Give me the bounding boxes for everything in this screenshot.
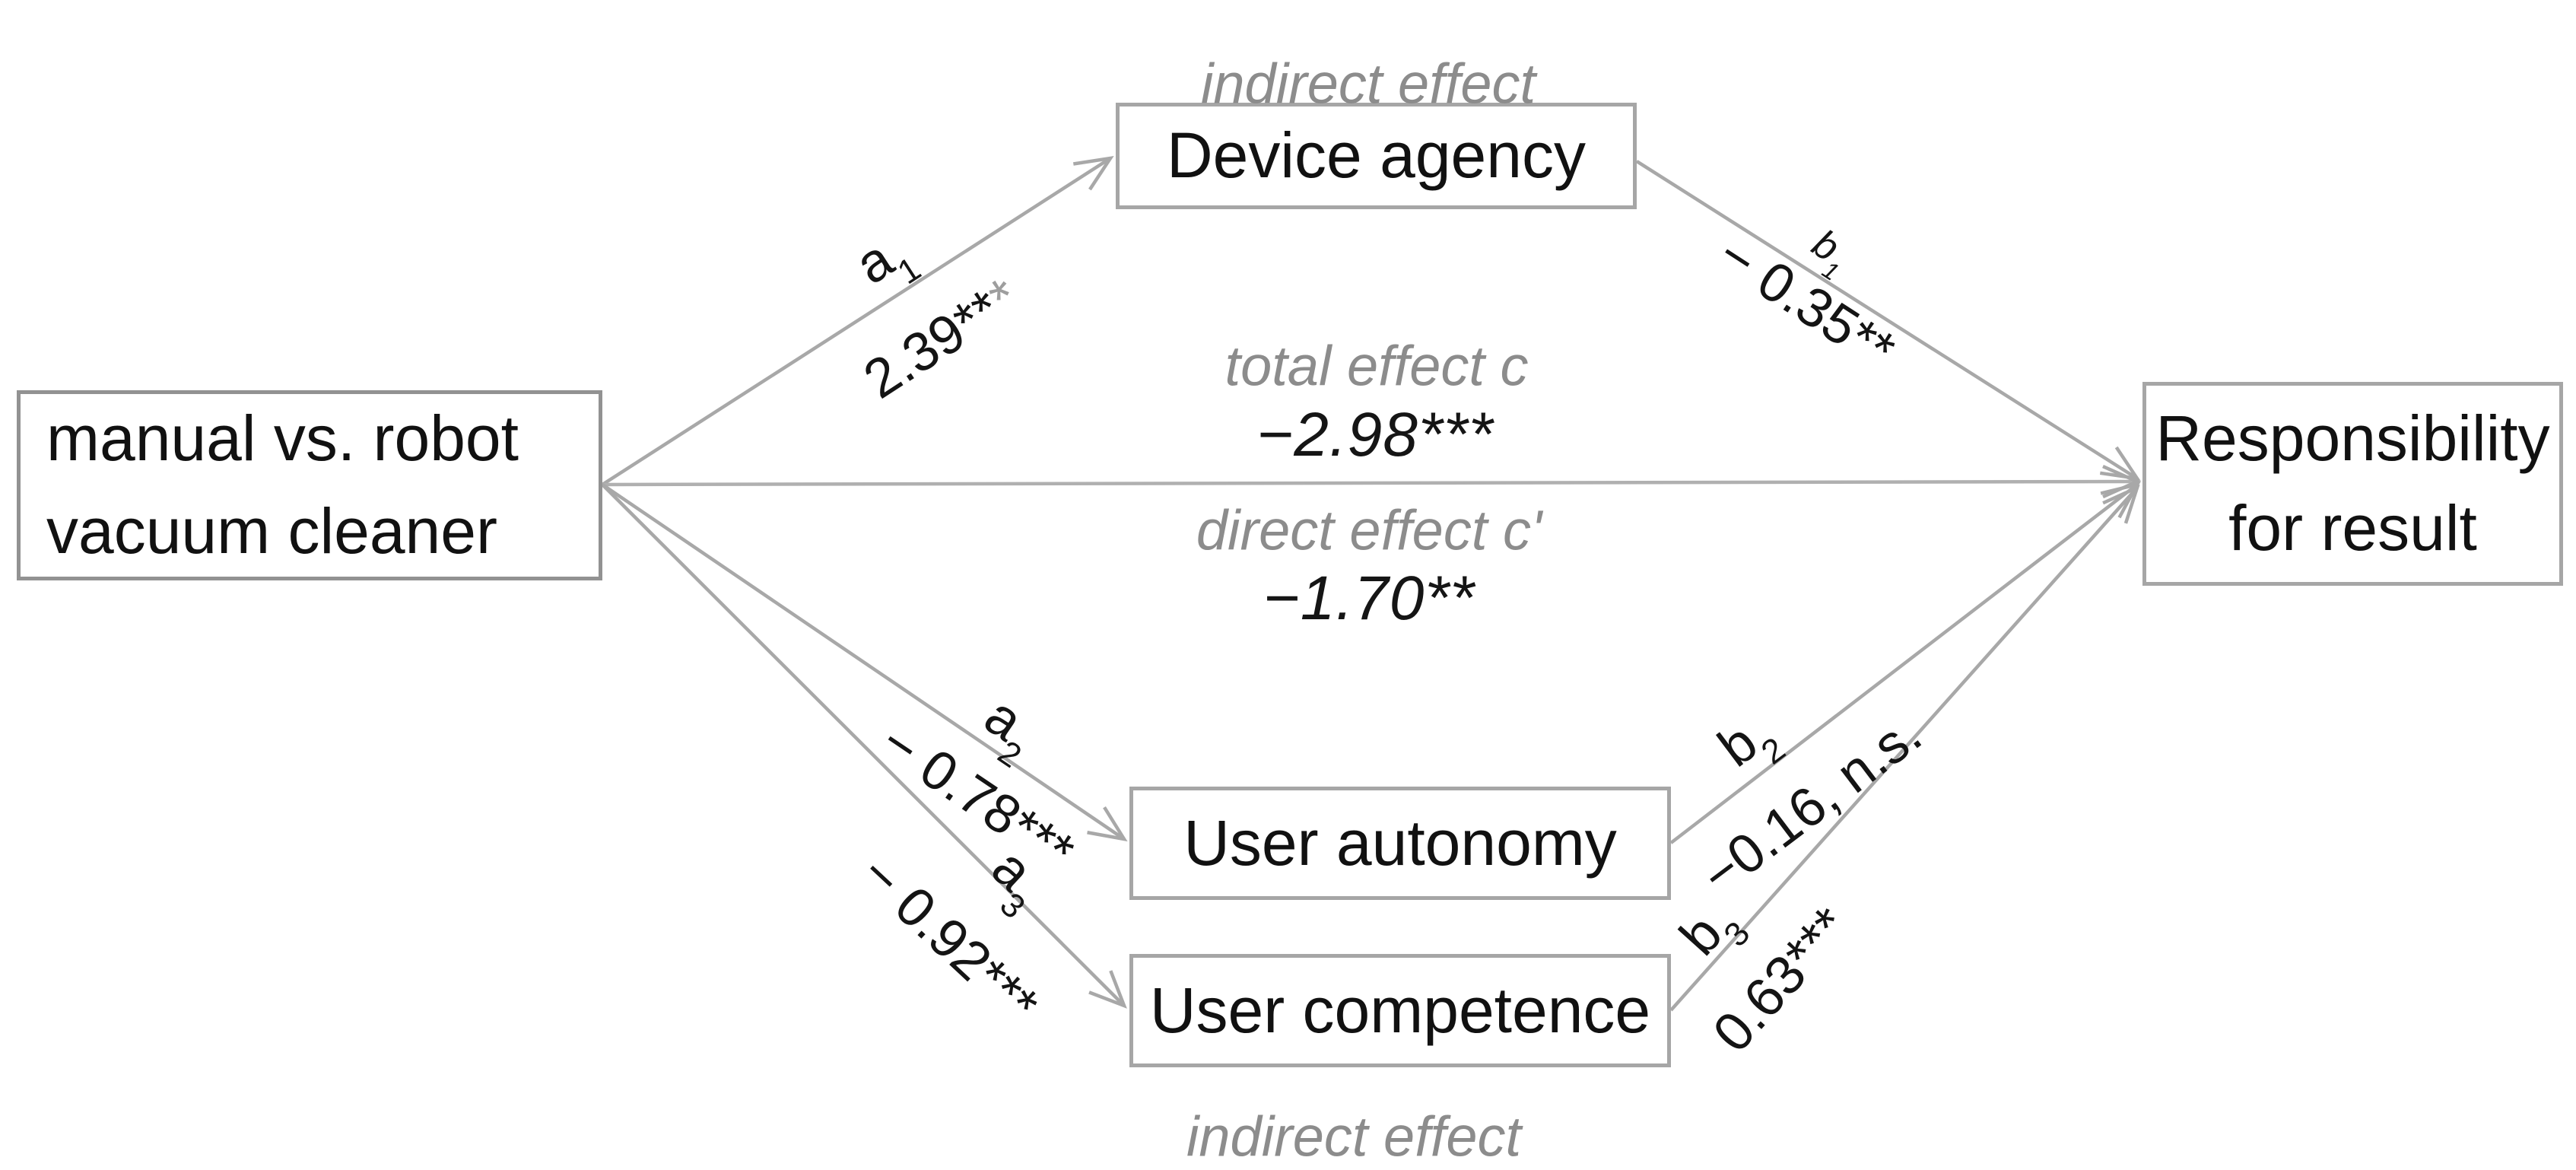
node-predictor-line2: vacuum cleaner [46,495,497,567]
direct-effect-value: −1.70** [1263,564,1475,633]
path-a2-arrow [601,483,1128,842]
node-outcome-line1: Responsibility [2155,402,2550,475]
node-device-agency: Device agency [1116,103,1637,209]
node-user-autonomy-label: User autonomy [1183,806,1617,879]
node-user-competence-label: User competence [1149,974,1651,1046]
node-predictor: manual vs. robot vacuum cleaner [17,390,602,580]
path-b1-arrow [1635,160,2141,481]
node-user-competence: User competence [1129,954,1671,1067]
path-a1-arrow [601,156,1114,486]
path-a3-arrow [601,483,1127,1009]
node-outcome: Responsibility for result [2142,382,2563,586]
total-effect-label: total effect c [1224,334,1529,398]
node-predictor-line1: manual vs. robot [46,402,519,475]
node-outcome-line2: for result [2228,492,2477,564]
node-user-autonomy: User autonomy [1129,787,1671,900]
total-effect-value: −2.98*** [1256,400,1494,469]
indirect-effect-label-bottom: indirect effect [1186,1105,1522,1168]
indirect-effect-label-top: indirect effect [1200,52,1536,116]
path-b3-arrow [1669,484,2140,1012]
path-c-arrow [602,465,2142,499]
path-b2-arrow [1669,482,2141,844]
node-device-agency-label: Device agency [1167,119,1586,192]
direct-effect-label: direct effect c' [1196,498,1542,562]
